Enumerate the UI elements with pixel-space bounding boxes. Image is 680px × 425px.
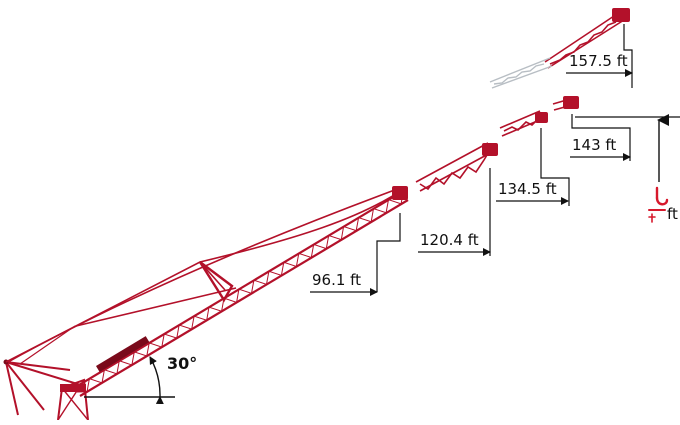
head-blocks: [392, 8, 630, 200]
crane-mast: [57, 378, 89, 421]
reach-dimension-3: 134.5 ft: [496, 128, 570, 206]
head-block-1: [392, 186, 408, 200]
reach-dimension-1: 96.1 ft: [310, 213, 401, 296]
head-block-4: [563, 96, 579, 109]
angle-indicator: 30°: [84, 354, 197, 405]
height-unit-label: ft: [667, 205, 678, 223]
angle-label: 30°: [167, 354, 197, 373]
reach-label-2: 120.4 ft: [420, 231, 479, 249]
head-block-5: [612, 8, 630, 22]
head-block-2: [482, 143, 498, 156]
reach-dimension-4: 143 ft: [570, 114, 631, 161]
reach-label-3: 134.5 ft: [498, 180, 557, 198]
main-boom: [73, 189, 409, 397]
jib-section-1: [415, 142, 493, 192]
reach-label-4: 143 ft: [572, 136, 616, 154]
jib-section-top: [544, 11, 625, 69]
pendant-ropes: [5, 187, 403, 363]
hook-icon: [648, 186, 669, 223]
reach-dimension-5: 157.5 ft: [566, 24, 633, 88]
counter-jib: [3, 325, 85, 416]
reach-dimension-2: 120.4 ft: [418, 168, 491, 256]
ghost-jib: [489, 57, 553, 89]
jib-sections: [415, 11, 625, 192]
reach-label-5: 157.5 ft: [569, 52, 628, 70]
head-block-3: [535, 112, 548, 123]
reach-label-1: 96.1 ft: [312, 271, 361, 289]
height-indicator: ft: [575, 114, 680, 223]
